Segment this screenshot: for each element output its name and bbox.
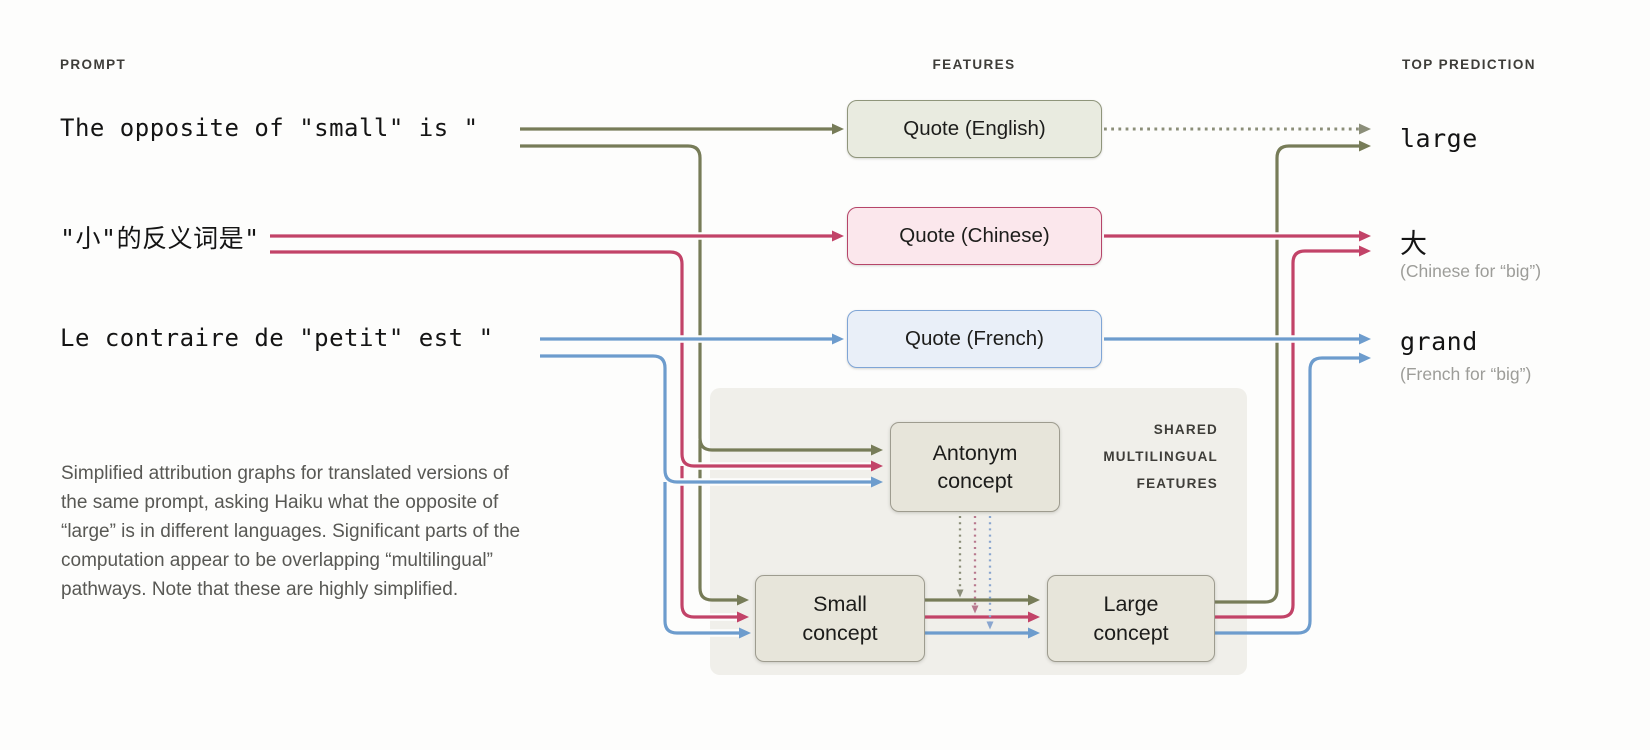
- edges-french: [540, 333, 883, 639]
- prompt-french: Le contraire de "petit" est ": [60, 324, 494, 352]
- prediction-english: large: [1400, 124, 1478, 153]
- prediction-chinese-note: (Chinese for “big”): [1400, 261, 1542, 281]
- top-prediction-column-header: TOP PREDICTION: [1402, 57, 1536, 72]
- concept-box-antonym: Antonym concept: [890, 422, 1060, 512]
- concept-box-small-label: Small concept: [802, 592, 878, 645]
- concept-box-antonym-label: Antonym concept: [932, 440, 1018, 493]
- feature-box-quote-english-label: Quote (English): [903, 117, 1046, 140]
- edges-english: [520, 123, 883, 606]
- feature-box-quote-chinese: Quote (Chinese): [847, 207, 1102, 265]
- concept-box-large: Large concept: [1047, 575, 1215, 662]
- prediction-french-note: (French for “big”): [1400, 364, 1532, 384]
- concept-box-small: Small concept: [755, 575, 925, 662]
- concept-box-large-label: Large concept: [1093, 592, 1169, 645]
- features-column-header: FEATURES: [932, 57, 1016, 72]
- shared-multilingual-features-label: SHARED MULTILINGUAL FEATURES: [1058, 416, 1218, 497]
- prediction-chinese: 大: [1400, 229, 1428, 260]
- feature-box-quote-french: Quote (French): [847, 310, 1102, 368]
- prompt-chinese: "小"的反义词是": [60, 224, 260, 253]
- prompt-english: The opposite of "small" is ": [60, 114, 479, 142]
- shared-label-line3: FEATURES: [1136, 476, 1218, 491]
- prompt-column-header: PROMPT: [60, 57, 127, 72]
- edges-large-to-predictions: [1215, 140, 1371, 635]
- feature-box-quote-french-label: Quote (French): [905, 327, 1044, 350]
- figure-caption: Simplified attribution graphs for transl…: [61, 463, 521, 600]
- shared-label-line1: SHARED: [1153, 422, 1218, 437]
- feature-box-quote-english: Quote (English): [847, 100, 1102, 158]
- edges-antonym-dotted: [956, 516, 994, 630]
- edges-small-to-large: [925, 594, 1040, 639]
- feature-box-quote-chinese-label: Quote (Chinese): [899, 224, 1050, 247]
- prediction-french: grand: [1400, 327, 1478, 356]
- shared-label-line2: MULTILINGUAL: [1103, 449, 1218, 464]
- edges-chinese: [270, 230, 883, 623]
- edges-quote-to-predictions: [1104, 123, 1371, 345]
